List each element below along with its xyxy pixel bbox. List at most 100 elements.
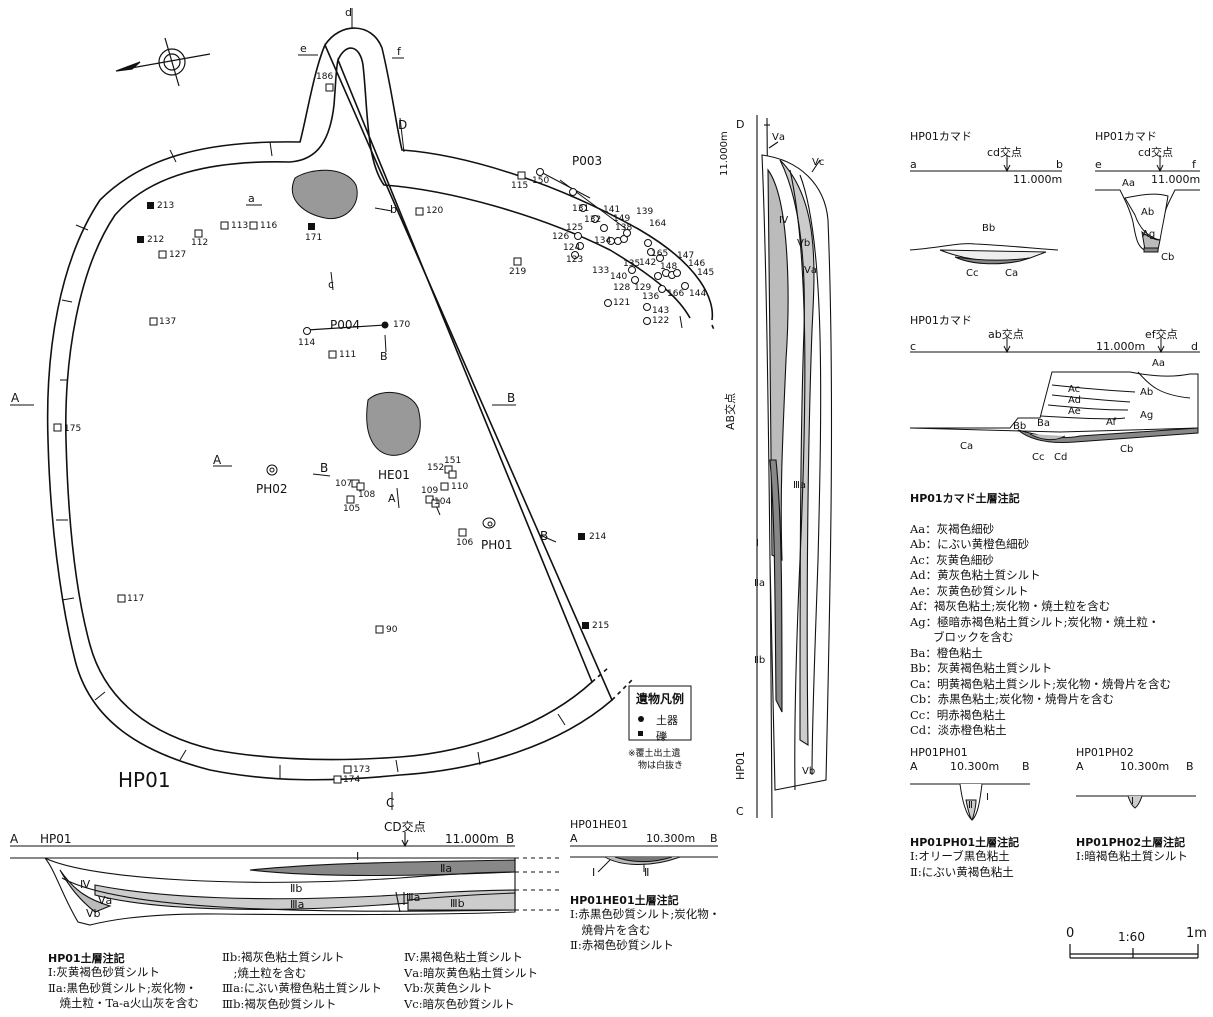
note-line: Ⅲa:にぶい黄橙色粘土質シルト [222, 981, 382, 995]
note-line: Cb：赤黒色粘土;炭化物・焼骨片を含む [910, 692, 1115, 706]
main-section-b: B [506, 832, 515, 846]
artifact-label: 112 [191, 238, 209, 248]
plan-title: HP01 [118, 768, 171, 792]
artifact-label: 213 [157, 201, 175, 211]
cd-layer-label: Ⅲa [793, 480, 807, 491]
artifact-label: 108 [358, 490, 376, 500]
cd-layer-label: Ⅴa [772, 132, 785, 143]
kamado3-label: Bb [1013, 421, 1027, 432]
artifact-label: 164 [649, 219, 667, 229]
ph01-layer-2: Ⅱ [968, 800, 973, 811]
main-section-elev: 11.000m [445, 832, 499, 846]
artifact-label: 114 [298, 338, 316, 348]
kamado3-label: Cc [1032, 452, 1045, 463]
note-line: Ⅳ:黒褐色粘土質シルト [404, 950, 523, 964]
he01-b: B [710, 832, 718, 845]
artifact-label: 137 [159, 317, 177, 327]
artifact-label: 171 [305, 233, 323, 243]
north-arrow-icon [115, 37, 211, 87]
plan-view [10, 8, 716, 810]
kamado-notes-title: HP01カマド土層注記 [910, 492, 1020, 505]
artifact-label: 140 [610, 272, 628, 282]
pit-outline-outer [46, 27, 714, 781]
scale-end: 1m [1186, 926, 1207, 941]
layer-iia [249, 859, 516, 877]
kamado2-cross: cd交点 [1138, 146, 1174, 159]
artifact-label: 90 [386, 625, 398, 635]
cd-section-cross: AB交点 [724, 392, 737, 430]
cd-section-elev: 11.000m [719, 131, 730, 176]
artifact-label: 136 [642, 292, 660, 302]
artifact-label: 105 [343, 504, 361, 514]
ph02-layer-1: Ⅰ [1131, 796, 1134, 807]
label-p004: P004 [330, 318, 361, 332]
ph02-a: A [1076, 760, 1084, 773]
kamado3-d: d [1191, 340, 1198, 353]
layer-label: Ⅲb [450, 897, 465, 910]
kamado-section-ef [1095, 155, 1200, 253]
note-line: Aa：灰褐色細砂 [910, 521, 995, 536]
note-line: Ⅱ:赤褐色砂質シルト [570, 938, 674, 952]
kamado3-cross-ab: ab交点 [988, 328, 1024, 341]
artifact-label: 149 [613, 214, 631, 224]
kamado1-ca: Ca [1005, 268, 1019, 279]
scale-zero: 0 [1066, 926, 1075, 941]
note-line: Ⅱ:にぶい黄褐色粘土 [910, 864, 1014, 879]
cd-section-d: D [736, 118, 745, 131]
ph01-b: B [1022, 760, 1030, 773]
artifact-label: 142 [639, 258, 657, 268]
section-mark-a-plan: A [11, 391, 20, 405]
kamado2-f: f [1192, 158, 1196, 171]
ph02-title: HP01PH02 [1076, 746, 1134, 759]
section-mark-b-he01: B [320, 461, 329, 475]
artifact-label: 141 [603, 205, 621, 215]
cd-layer-label: Ⅴa [804, 265, 817, 276]
cd-layer-label: Ⅴb [802, 766, 816, 777]
ph02-section [1076, 795, 1196, 809]
layer-label: Ⅰ [356, 850, 360, 863]
kamado2-cb: Cb [1161, 252, 1175, 263]
artifact-label: 174 [343, 775, 361, 785]
section-mark-f-small: f [397, 45, 401, 58]
he01-a: A [570, 832, 578, 845]
artifact-label: 215 [592, 621, 610, 631]
artifact-label: 113 [231, 221, 249, 231]
ph01-pit [482, 517, 496, 529]
section-mark-b-ph01: B [540, 529, 549, 543]
artifact-label: 147 [677, 251, 695, 261]
cd-layer-label: Ⅱb [754, 655, 766, 666]
artifact-label: 124 [563, 243, 581, 253]
cd-section [756, 115, 833, 819]
kamado1-cc: Cc [966, 268, 979, 279]
artifact-label: 145 [697, 268, 715, 278]
ph01-a: A [910, 760, 918, 773]
artifact-label: 111 [339, 350, 357, 360]
artifact-label: 107 [335, 479, 353, 489]
layer-label: Ⅱb [290, 882, 303, 895]
section-mark-d-plan: D [398, 118, 408, 132]
artifact-label: 134 [594, 236, 612, 246]
layer-label: Ⅴa [98, 894, 113, 907]
artifact-label: 132 [584, 215, 602, 225]
note-line: Ⅰ:暗褐色粘土質シルト [1076, 849, 1188, 863]
cd-layer-label: Ⅴb [797, 238, 811, 249]
he01-hearth [366, 391, 421, 456]
kamado3-label: Af [1106, 417, 1117, 428]
cd-layer-label: Ⅱa [754, 578, 766, 589]
kamado3-label: Ca [960, 441, 974, 452]
note-line: Ⅴa:暗灰黄色粘土質シルト [404, 965, 539, 980]
section-mark-c-plan: C [386, 796, 395, 810]
artifact-open-squares [53, 83, 526, 784]
label-ph01: PH01 [481, 538, 513, 552]
artifact-label: 106 [456, 538, 474, 548]
artifact-label: 173 [353, 765, 371, 775]
he01-notes-title: HP01HE01土層注記 [570, 894, 679, 907]
kamado3-c: c [910, 340, 917, 353]
kamado3-cross-ef: ef交点 [1145, 328, 1178, 341]
kamado3-label: Cd [1054, 452, 1068, 463]
